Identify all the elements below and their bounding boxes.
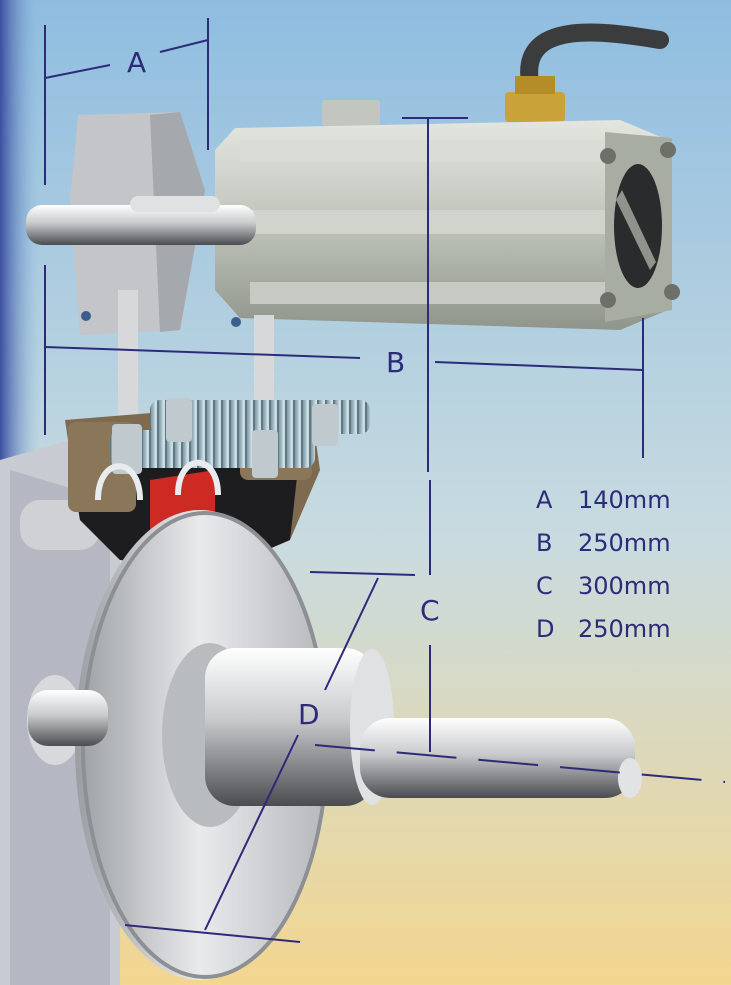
hex-nut — [312, 404, 338, 446]
legend-row-b: B 250mm — [536, 521, 706, 564]
guide-rod — [26, 205, 256, 245]
spring-clip — [95, 463, 143, 501]
cable — [520, 23, 669, 91]
dim-letter-a: A — [127, 46, 146, 79]
spring-clip — [175, 459, 221, 496]
legend-key: A — [536, 485, 553, 514]
dim-d-bottom-tick — [124, 924, 301, 943]
dim-d-upper — [324, 577, 379, 691]
legend-row-a: A 140mm — [536, 478, 706, 521]
legend-value: 300mm — [578, 571, 671, 600]
hub-collar — [205, 648, 375, 806]
dimension-legend: A 140mm B 250mm C 300mm D 250mm — [536, 478, 706, 650]
legend-row-c: C 300mm — [536, 564, 706, 607]
end-bolt — [600, 148, 616, 164]
hex-nut — [166, 398, 192, 442]
hex-nut — [252, 430, 278, 478]
dim-b-arrow-right — [434, 361, 644, 371]
bracket-bolt — [231, 317, 241, 327]
linkage-strap-left — [118, 290, 138, 420]
dim-letter-d: D — [298, 698, 320, 731]
dim-c-mid-tick — [309, 571, 416, 576]
legend-value: 140mm — [578, 485, 671, 514]
legend-key: C — [536, 571, 553, 600]
dim-a-arrow-right — [159, 39, 209, 53]
legend-key: D — [536, 614, 555, 643]
brass-fitting-nut — [515, 76, 555, 94]
actuator-end-blade — [616, 190, 656, 270]
stub-shaft-left — [28, 690, 108, 746]
dim-d-lower — [204, 734, 299, 931]
end-bolt — [660, 142, 676, 158]
linkage-strap-right — [254, 315, 274, 425]
shaft-centerline — [314, 744, 726, 783]
legend-row-d: D 250mm — [536, 607, 706, 650]
dim-letter-c: C — [420, 594, 440, 627]
actuator-rib — [250, 282, 615, 304]
guide-rod-rear — [130, 196, 220, 212]
dim-a-arrow-left — [44, 64, 111, 79]
output-shaft — [360, 718, 635, 798]
dim-letter-b: B — [386, 346, 405, 379]
actuator-rib — [245, 210, 615, 234]
output-shaft-end — [618, 758, 642, 798]
hex-nut — [112, 424, 142, 474]
actuator-top-nut — [322, 100, 380, 126]
brass-fitting — [505, 92, 565, 122]
bracket-bolt — [81, 311, 91, 321]
legend-key: B — [536, 528, 553, 557]
dim-b-arrow-left — [44, 346, 361, 359]
legend-value: 250mm — [578, 614, 671, 643]
end-bolt — [664, 284, 680, 300]
end-bolt — [600, 292, 616, 308]
legend-value: 250mm — [578, 528, 671, 557]
